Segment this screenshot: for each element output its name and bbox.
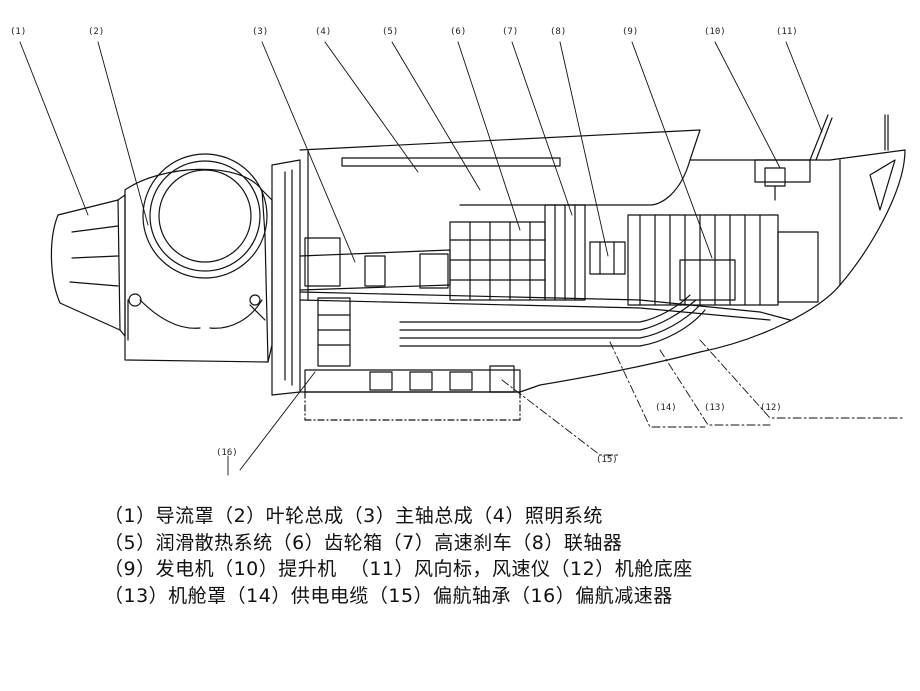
hoist (755, 160, 810, 182)
wind-vane-mast (810, 115, 832, 160)
callout-5: (5) (382, 27, 398, 37)
nacelle-cover (300, 130, 905, 392)
legend-line: （9）发电机（10）提升机 （11）风向标，风速仪（12）机舱底座 (104, 558, 693, 580)
callout-8: (8) (550, 27, 566, 37)
callout-11: (11) (776, 27, 798, 37)
callout-4: (4) (315, 27, 331, 37)
callout-6: (6) (450, 27, 466, 37)
callout-9: (9) (622, 27, 638, 37)
legend-line: （1）导流罩（2）叶轮总成（3）主轴总成（4）照明系统 (104, 505, 603, 527)
spinner-nose-cone (51, 200, 120, 330)
callout-3: (3) (252, 27, 268, 37)
callout-7: (7) (502, 27, 518, 37)
parts-legend: （1）导流罩（2）叶轮总成（3）主轴总成（4）照明系统 （5）润滑散热系统（6）… (104, 503, 864, 609)
callout-16: (16) (216, 448, 238, 458)
callout-2: (2) (88, 27, 104, 37)
nacelle-base-frame (300, 292, 790, 320)
coupling (590, 242, 625, 274)
rotor-hub-assembly (125, 169, 268, 362)
callout-13: (13) (704, 403, 726, 413)
gearbox (450, 222, 545, 300)
nacelle-cross-section-drawing: (1) (2) (3) (4) (5) (6) (7) (8) (9) (10)… (10, 27, 920, 480)
callout-leaders (20, 42, 905, 475)
light-fixture (342, 158, 560, 166)
callout-15: (15) (596, 455, 618, 465)
yaw-bearing (305, 370, 520, 392)
power-cable-bundle (400, 295, 705, 346)
legend-line: （5）润滑散热系统（6）齿轮箱（7）高速刹车（8）联轴器 (104, 531, 623, 554)
legend-line: （13）机舱罩（14）供电电缆（15）偏航轴承（16）偏航减速器 (104, 584, 673, 607)
callout-14: (14) (655, 403, 677, 413)
front-bulkhead (272, 160, 300, 395)
yaw-drive (318, 298, 350, 366)
callout-12: (12) (760, 403, 782, 413)
callout-10: (10) (704, 27, 726, 37)
callout-1: (1) (10, 27, 26, 37)
